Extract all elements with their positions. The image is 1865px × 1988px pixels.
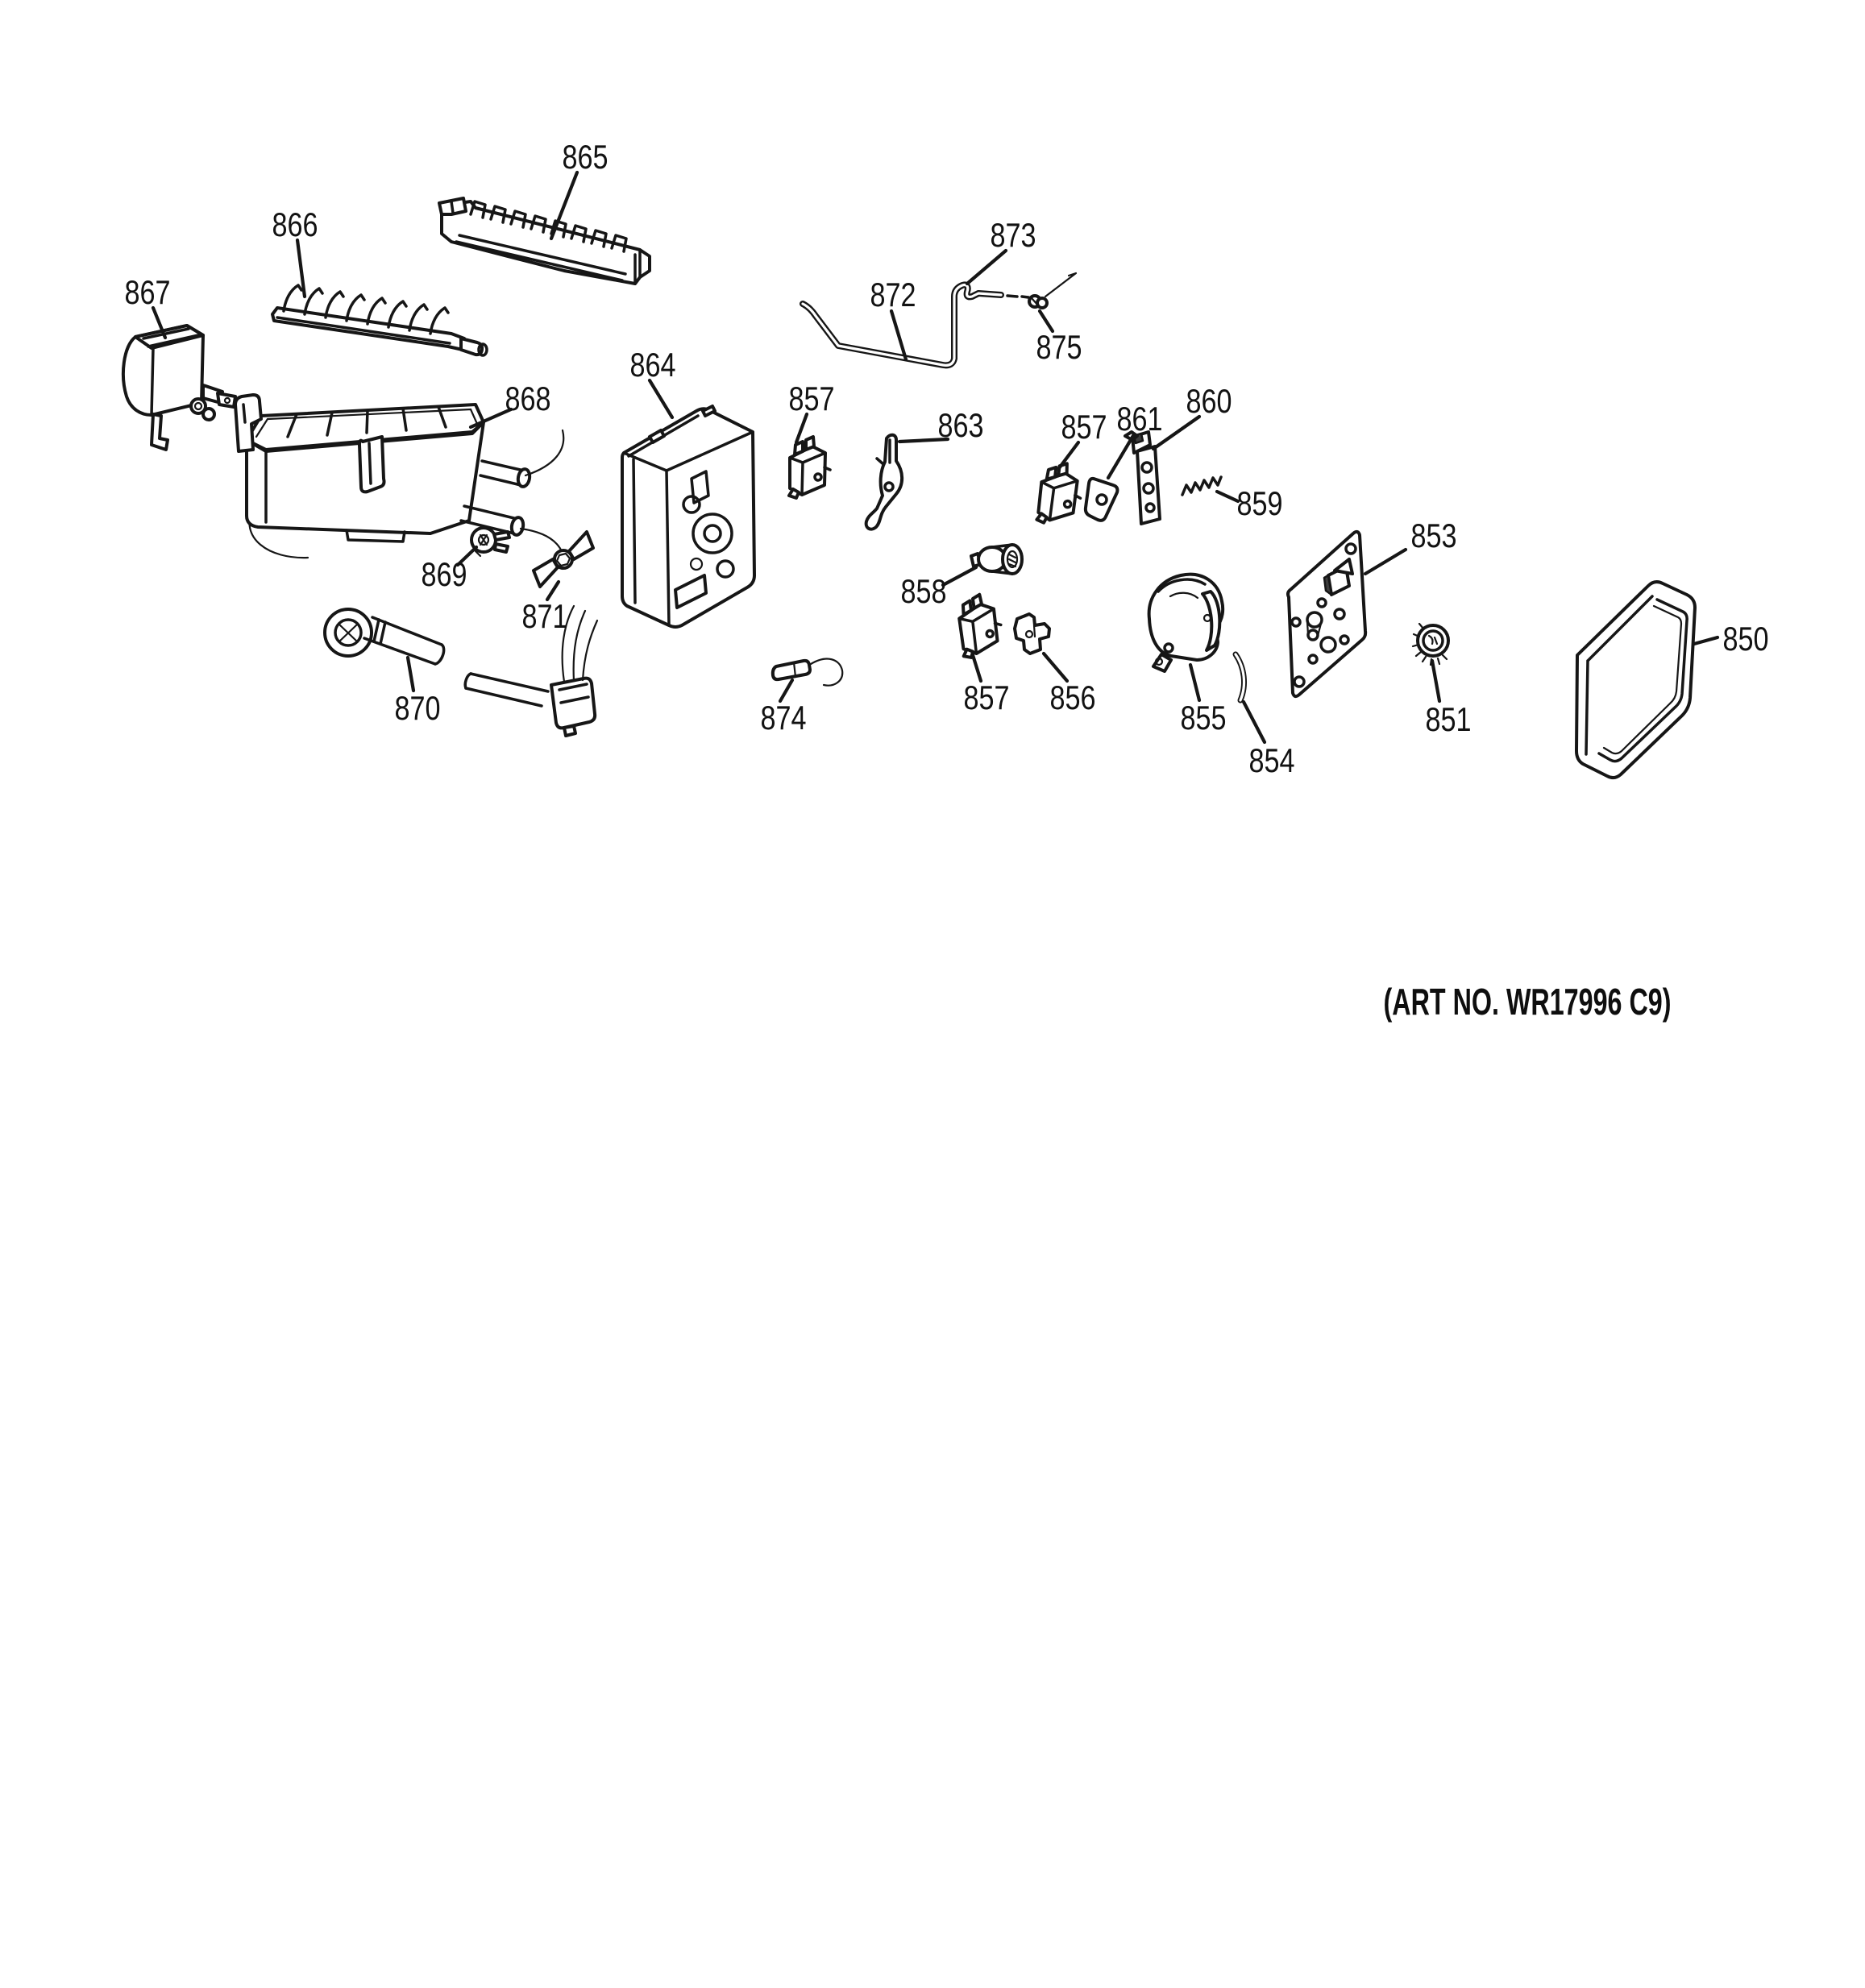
- drawing-ice-mold: [234, 393, 565, 571]
- part-label-868-ice-mold: 868: [505, 380, 551, 417]
- part-drawings: [122, 197, 1697, 780]
- part-label-873-feeler-arm-hook: 873: [991, 216, 1036, 254]
- leader-871: [545, 579, 561, 602]
- leader-857-c: [970, 653, 983, 683]
- leader-857-b: [1057, 440, 1081, 471]
- part-label-857-b-micro-switch: 857: [1061, 408, 1107, 446]
- drawing-retainer-clip: [1013, 612, 1051, 655]
- part-label-874-pin: 874: [761, 699, 807, 737]
- part-label-870-fill-tube: 870: [395, 689, 441, 727]
- leader-853: [1363, 547, 1408, 576]
- part-label-854-leaf-spring: 854: [1249, 741, 1295, 779]
- drawing-ice-rake: [271, 284, 488, 357]
- leader-857-a: [794, 412, 809, 445]
- drawing-ice-stripper: [438, 197, 651, 285]
- leader-874: [778, 678, 795, 703]
- art-number: (ART NO. WR17996 C9): [1384, 981, 1672, 1023]
- drawing-plug: [470, 526, 511, 558]
- leader-863: [897, 437, 950, 444]
- leader-873: [965, 248, 1008, 286]
- part-label-858-thermostat: 858: [901, 572, 947, 610]
- drawing-micro-switch-a: [787, 435, 832, 500]
- part-label-850-front-cover: 850: [1723, 620, 1769, 658]
- leader-858: [941, 565, 978, 587]
- leader-866: [295, 238, 307, 299]
- part-label-855-motor-cam: 855: [1181, 699, 1227, 737]
- drawing-shutoff-bracket: [1124, 430, 1161, 525]
- part-label-865-ice-stripper: 865: [563, 138, 609, 176]
- part-label-857-c-micro-switch: 857: [964, 679, 1010, 716]
- drawing-ejector-lever: [864, 433, 904, 531]
- part-labels: 865 866 867 864 868 857 863 857 861 860 859 853 850 8…: [125, 138, 1769, 779]
- leader-868: [468, 407, 513, 430]
- drawing-seal-gasket: [532, 530, 595, 588]
- part-label-866-ice-rake: 866: [272, 205, 318, 243]
- part-label-864-module-housing: 864: [630, 346, 676, 384]
- part-label-853-mounting-plate: 853: [1411, 517, 1457, 554]
- leader-872: [889, 309, 908, 362]
- part-label-861-cam-link: 861: [1117, 400, 1163, 438]
- leader-851: [1430, 658, 1442, 703]
- part-label-860-shutoff-bracket: 860: [1186, 382, 1232, 420]
- drawing-grommet: [1411, 622, 1450, 666]
- part-label-867-fill-cup: 867: [125, 273, 171, 311]
- part-label-856-retainer-clip: 856: [1050, 679, 1096, 716]
- drawing-micro-switch-b: [1035, 459, 1086, 529]
- leader-875: [1037, 309, 1055, 334]
- leader-856: [1041, 651, 1070, 683]
- leader-861: [1106, 432, 1136, 480]
- drawing-thermostat: [970, 543, 1024, 575]
- leader-859: [1215, 489, 1240, 504]
- part-label-875-arm-clip: 875: [1036, 328, 1082, 366]
- drawing-leaf-spring: [1232, 651, 1248, 703]
- drawing-fill-cup: [122, 324, 237, 451]
- part-label-859-spring: 859: [1237, 484, 1283, 522]
- leader-865: [549, 170, 579, 241]
- drawing-motor-cam: [1147, 572, 1225, 673]
- drawing-spring: [1181, 475, 1223, 496]
- drawing-arm-clip: [1028, 272, 1078, 309]
- part-label-869-plug: 869: [422, 555, 467, 593]
- part-label-851-grommet: 851: [1426, 700, 1472, 738]
- drawing-cam-link: [1083, 476, 1119, 522]
- drawing-mounting-plate: [1286, 529, 1368, 699]
- part-label-857-a-micro-switch: 857: [789, 380, 835, 417]
- drawing-module-housing: [621, 405, 756, 629]
- leader-855: [1188, 662, 1202, 703]
- leader-854: [1241, 699, 1267, 745]
- drawing-micro-switch-c: [953, 590, 1007, 661]
- leader-869: [455, 545, 479, 567]
- leader-864: [647, 378, 675, 420]
- part-label-863-ejector-lever: 863: [938, 406, 984, 444]
- drawing-fill-tube: [323, 608, 446, 666]
- part-label-871-seal-gasket: 871: [522, 597, 568, 635]
- drawing-feeler-arm: [800, 281, 1030, 369]
- drawing-front-cover: [1575, 580, 1697, 780]
- drawing-pin: [771, 658, 844, 687]
- drawing-harness-tube: [463, 604, 599, 737]
- leader-870: [405, 655, 416, 693]
- leader-860: [1151, 414, 1202, 451]
- leader-867: [151, 305, 168, 340]
- part-label-872-feeler-arm: 872: [870, 276, 916, 313]
- leader-850: [1692, 635, 1720, 646]
